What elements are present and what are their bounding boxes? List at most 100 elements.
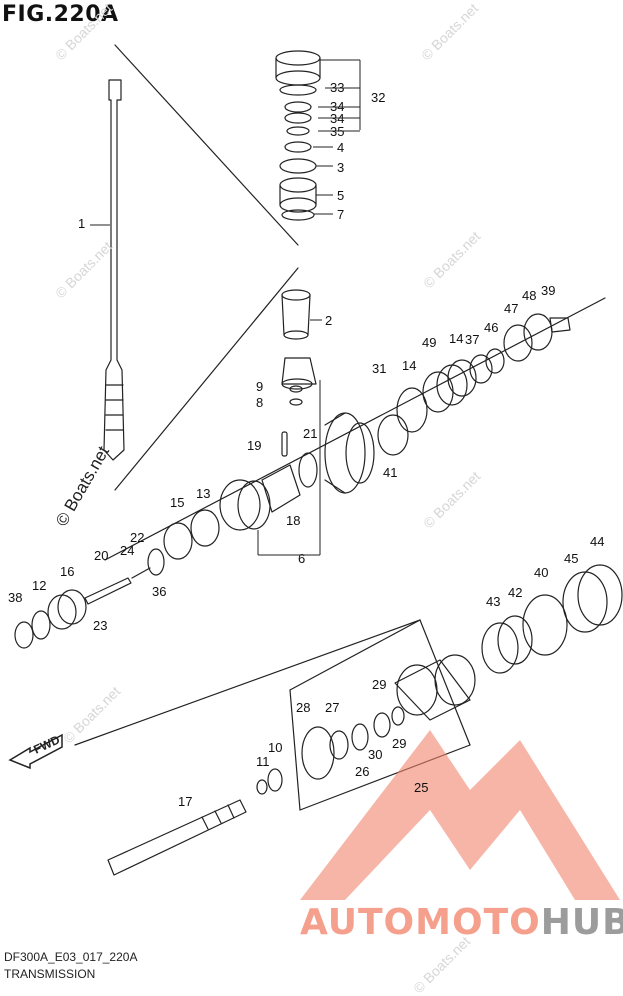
automotohub-logo-mark <box>300 730 620 900</box>
figure-name: TRANSMISSION <box>4 967 96 981</box>
ring <box>298 452 318 488</box>
callout: 2 <box>325 313 332 328</box>
leader-lines <box>90 59 361 556</box>
callout: 23 <box>93 618 107 633</box>
oring-28 <box>301 726 335 780</box>
callout: 14 <box>402 358 416 373</box>
callout: 29 <box>372 677 386 692</box>
ring-42 <box>497 615 533 665</box>
callout: 4 <box>337 140 344 155</box>
washer-10 <box>267 768 283 792</box>
callout: 15 <box>170 495 184 510</box>
seal-26 <box>351 723 369 751</box>
callout: 19 <box>247 438 261 453</box>
bearing-47 <box>503 324 533 362</box>
callout: 47 <box>504 301 518 316</box>
callout: 27 <box>325 700 339 715</box>
callout: 8 <box>256 395 263 410</box>
callout: 17 <box>178 794 192 809</box>
frame-line <box>104 297 606 561</box>
washer <box>190 509 220 547</box>
callout: 13 <box>196 486 210 501</box>
frame-line <box>289 619 421 691</box>
bearing-housing <box>422 364 468 413</box>
logo-text-2: HUB <box>540 902 623 943</box>
ring-43 <box>481 622 519 674</box>
callout: 26 <box>355 764 369 779</box>
callout: 41 <box>383 465 397 480</box>
washer <box>163 522 193 560</box>
callout: 9 <box>256 379 263 394</box>
bearing-40 <box>522 594 568 656</box>
pin <box>281 431 288 457</box>
ring-44 <box>577 564 623 626</box>
callout: 36 <box>152 584 166 599</box>
callout: 44 <box>590 534 604 549</box>
callout: 31 <box>372 361 386 376</box>
callout: 49 <box>422 335 436 350</box>
nut-39 <box>549 317 571 333</box>
clutch-dog <box>261 464 301 513</box>
callout: 28 <box>296 700 310 715</box>
sleeve <box>281 289 311 340</box>
frame-line <box>114 44 299 246</box>
callout: 32 <box>371 90 385 105</box>
callout: 39 <box>541 283 555 298</box>
callout: 6 <box>298 551 305 566</box>
callout: 5 <box>337 188 344 203</box>
propeller-shaft <box>107 799 247 876</box>
callout: 43 <box>486 594 500 609</box>
propeller-shaft-housing <box>394 654 476 721</box>
callout: 46 <box>484 320 498 335</box>
ring-29 <box>373 712 391 738</box>
upper-bearing-stack <box>275 50 321 221</box>
callout: 37 <box>465 332 479 347</box>
figure-title: FIG.220A <box>2 2 119 27</box>
callout: 22 <box>130 530 144 545</box>
shim <box>396 387 428 433</box>
callout: 21 <box>303 426 317 441</box>
frame-line <box>289 689 301 811</box>
washer-11 <box>256 779 268 795</box>
callout: 48 <box>522 288 536 303</box>
pinion-gear <box>281 357 317 406</box>
callout: 25 <box>414 780 428 795</box>
callouts: 1 2 3 4 5 6 7 8 9 10 11 12 13 14 14 15 1… <box>8 80 604 809</box>
reverse-gear <box>219 479 271 531</box>
shim-46 <box>485 348 505 374</box>
washer-36 <box>147 548 165 576</box>
callout: 12 <box>32 578 46 593</box>
forward-gear <box>324 412 375 494</box>
shim-37 <box>469 354 493 384</box>
bearing <box>377 414 409 456</box>
callout: 1 <box>78 216 85 231</box>
drive-shaft <box>103 79 125 461</box>
bearing-48 <box>523 313 553 351</box>
callout: 10 <box>268 740 282 755</box>
ring-45 <box>562 571 608 633</box>
logo-text-1: AUTOMOTO <box>300 902 541 943</box>
ring-12 <box>31 610 51 640</box>
callout: 38 <box>8 590 22 605</box>
callout: 16 <box>60 564 74 579</box>
seal-27 <box>329 730 349 760</box>
bearing-16 <box>47 589 87 630</box>
push-rod <box>84 567 151 605</box>
callout: 24 <box>120 543 134 558</box>
callout: 45 <box>564 551 578 566</box>
automotohub-logo: AUTOMOTOHUB <box>300 902 623 943</box>
callout: 42 <box>508 585 522 600</box>
callout: 14 <box>449 331 463 346</box>
frame-line <box>114 267 299 491</box>
frame-line <box>74 619 421 746</box>
callout: 29 <box>392 736 406 751</box>
callout: 20 <box>94 548 108 563</box>
callout: 7 <box>337 207 344 222</box>
callout: 40 <box>534 565 548 580</box>
figure-code: DF300A_E03_017_220A <box>4 950 138 964</box>
frame-line <box>419 619 471 746</box>
fwd-arrow-icon: FWD <box>8 732 63 770</box>
shim-14 <box>447 359 477 397</box>
